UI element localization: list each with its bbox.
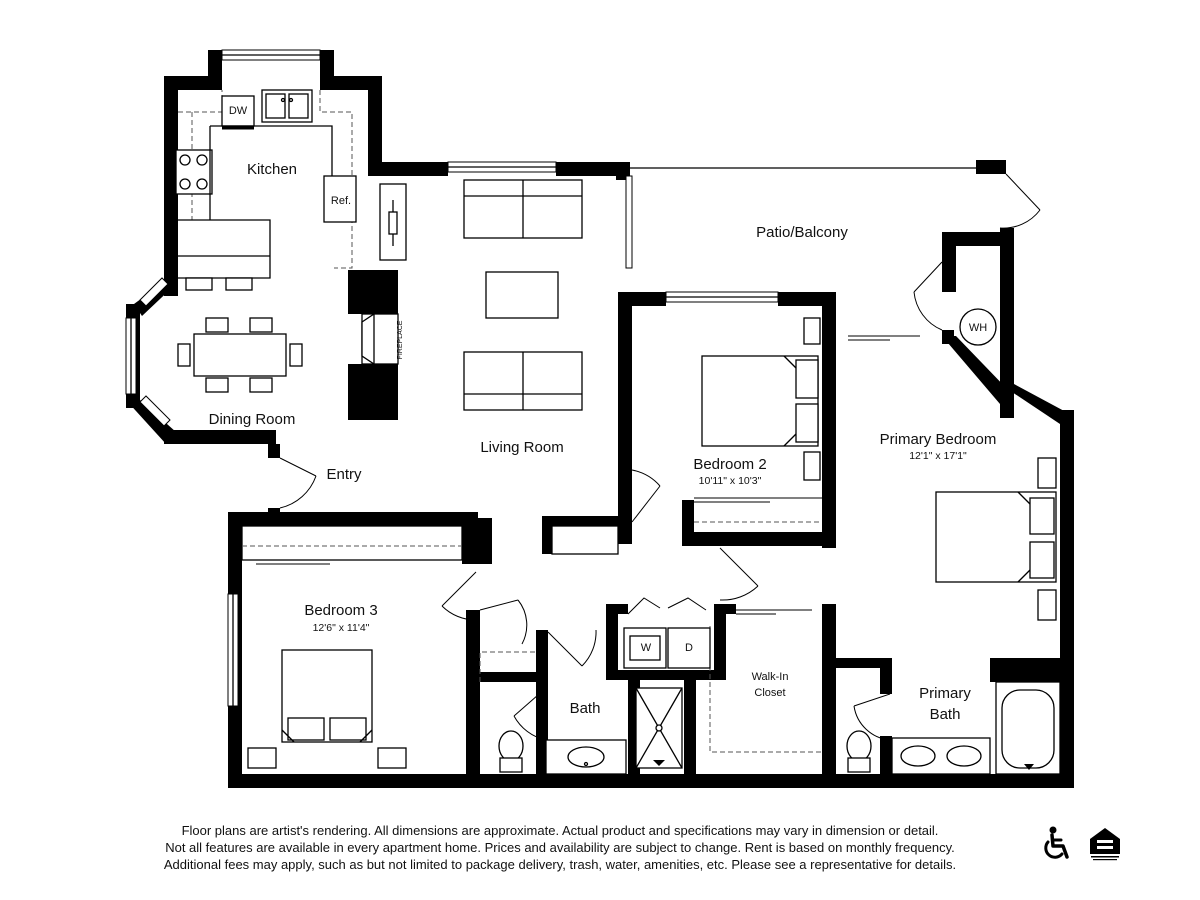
kitchen-fixtures: DW Ref. [175, 89, 357, 291]
bedroom2-furniture [701, 317, 821, 481]
interior-walls [241, 270, 1060, 788]
bedroom3-label: Bedroom 3 [304, 602, 377, 619]
disclaimer-line-2: Not all features are available in every … [165, 840, 955, 855]
living-furniture: FIREPLACE [379, 179, 583, 411]
dishwasher [221, 95, 255, 127]
dryer [667, 627, 711, 669]
water-heater-label: WH [969, 322, 987, 334]
refrigerator-label: Ref. [331, 195, 351, 207]
primary-bath-label-2: Bath [930, 706, 961, 723]
doors [256, 173, 1041, 741]
bath-label: Bath [570, 700, 601, 717]
dining-room-label: Dining Room [209, 411, 296, 428]
washer-label: W [641, 642, 652, 654]
patio-balcony-label: Patio/Balcony [756, 224, 848, 241]
primary-bedroom-dimensions: 12'1" x 17'1" [909, 450, 967, 462]
bedroom3-furniture [247, 649, 407, 769]
disclaimer: Floor plans are artist's rendering. All … [80, 822, 1040, 873]
dryer-label: D [685, 642, 693, 654]
room-labels: Kitchen Dining Room Living Room Entry Pa… [209, 161, 997, 723]
bath-fixtures [498, 687, 683, 775]
walkin-closet-label-2: Closet [754, 687, 785, 699]
laundry: W D [623, 627, 711, 669]
kitchen-label: Kitchen [247, 161, 297, 178]
primary-bath-label-1: Primary [919, 685, 971, 702]
refrigerator [323, 175, 357, 223]
bedroom2-dimensions: 10'11" x 10'3" [699, 475, 762, 487]
exterior-walls [126, 50, 1074, 788]
fireplace-label: FIREPLACE [397, 320, 404, 359]
disclaimer-line-1: Floor plans are artist's rendering. All … [181, 823, 939, 838]
primary-bedroom-furniture: WH [935, 308, 1057, 621]
walkin-closet-label-1: Walk-In [752, 671, 789, 683]
primary-bath-fixtures [846, 681, 1061, 775]
bedroom2-label: Bedroom 2 [693, 456, 766, 473]
equal-housing-opportunity-icon [1090, 828, 1120, 861]
dining-table [177, 317, 303, 393]
bedroom3-dimensions: 12'6" x 11'4" [313, 622, 370, 634]
windows [125, 49, 976, 707]
dishwasher-label: DW [229, 105, 248, 117]
water-heater [959, 308, 997, 346]
primary-bedroom-label: Primary Bedroom [880, 431, 997, 448]
disclaimer-line-3: Additional fees may apply, such as but n… [163, 857, 957, 872]
living-room-label: Living Room [480, 439, 563, 456]
entry-label: Entry [326, 466, 362, 483]
wheelchair-icon [1044, 826, 1069, 859]
